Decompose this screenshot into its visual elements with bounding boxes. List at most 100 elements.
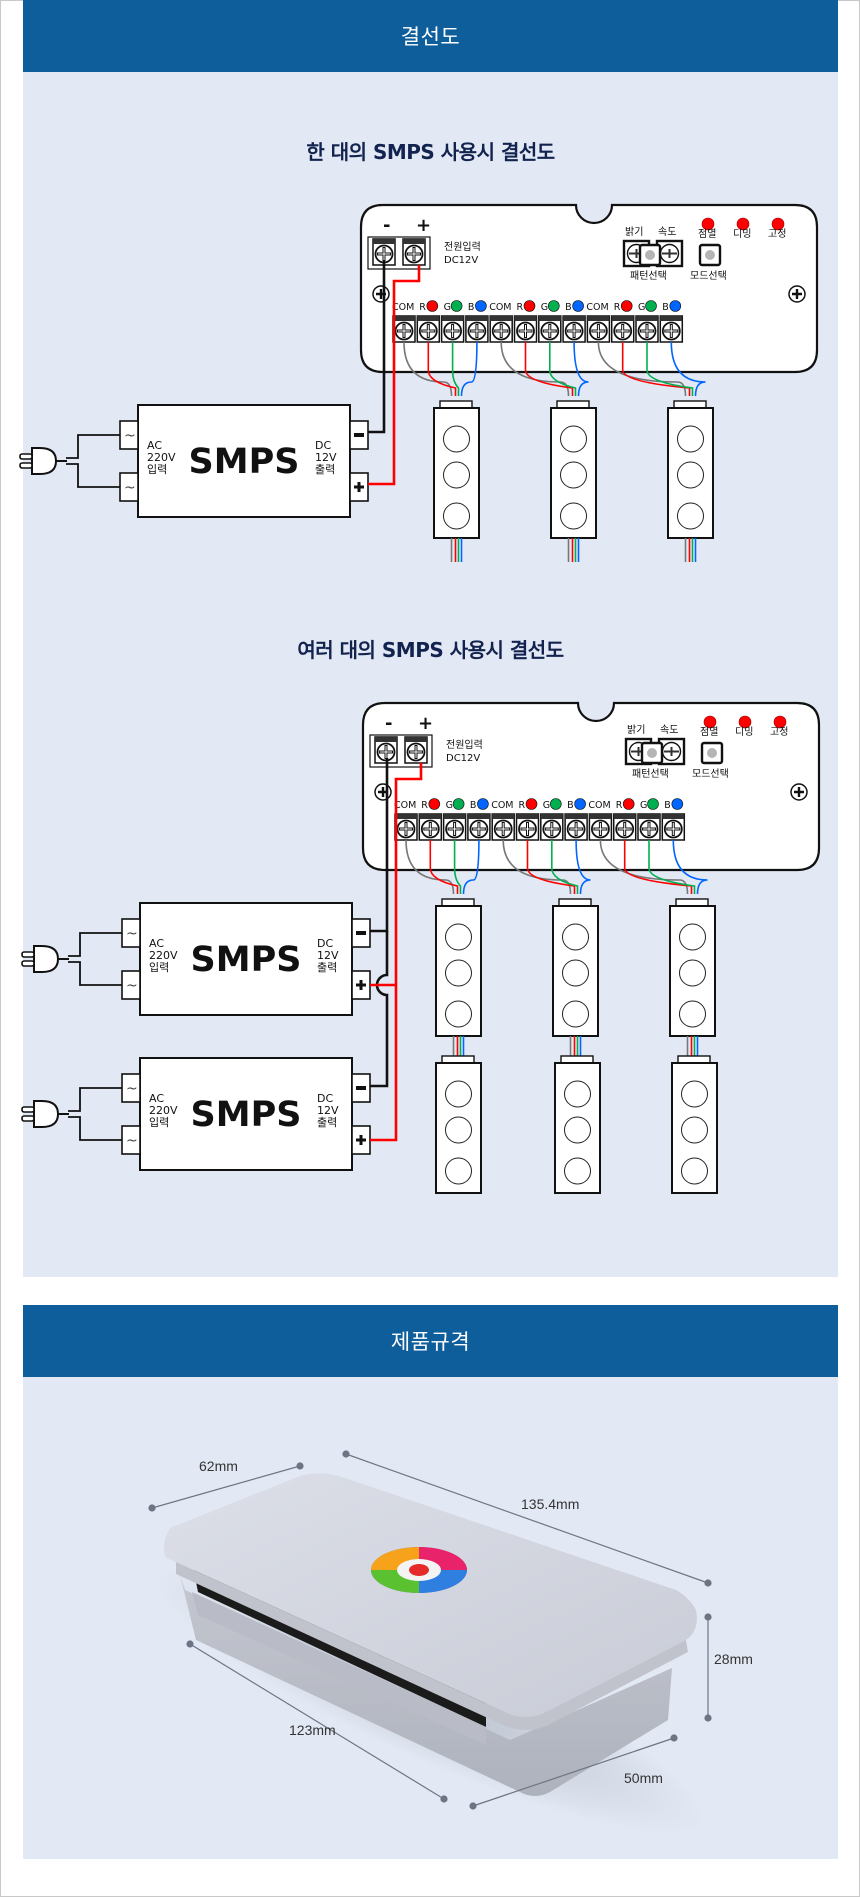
channel-color-dot-icon bbox=[547, 300, 560, 312]
dc-output-label: DC bbox=[317, 1092, 333, 1105]
indicator-led-icon bbox=[771, 217, 785, 231]
led-bulb-icon bbox=[564, 1080, 591, 1108]
channel-label-com: COM bbox=[491, 800, 513, 811]
indicator-led-icon bbox=[703, 715, 717, 729]
ac-symbol: ~ bbox=[124, 428, 136, 444]
channel-color-dot-icon bbox=[525, 798, 538, 810]
channel-terminal bbox=[588, 813, 613, 841]
dc-output-label: 출력 bbox=[317, 961, 337, 974]
dimension-lines bbox=[148, 1450, 712, 1810]
indicator-led-icon bbox=[773, 715, 787, 729]
mount-screw-icon bbox=[788, 285, 806, 303]
led-bulb-icon bbox=[445, 1157, 472, 1185]
channel-terminal bbox=[661, 813, 686, 841]
channel-label-r: R bbox=[616, 800, 623, 811]
smps-name: SMPS bbox=[191, 1095, 302, 1135]
plus-icon bbox=[354, 482, 364, 492]
ac-input-label: 입력 bbox=[149, 961, 169, 974]
channel-terminal bbox=[418, 813, 443, 841]
led-module bbox=[433, 400, 480, 539]
power-plus-label: + bbox=[416, 215, 431, 236]
led-bulb-icon bbox=[443, 461, 470, 489]
channel-wires bbox=[599, 839, 708, 895]
led-bulb-icon bbox=[564, 1157, 591, 1185]
ac-wires bbox=[66, 434, 120, 488]
channel-color-dot-icon bbox=[645, 300, 657, 312]
plus-icon bbox=[356, 980, 366, 990]
channel-color-dot-icon bbox=[671, 798, 684, 810]
led-bulb-icon bbox=[560, 425, 587, 453]
led-bulb-icon bbox=[679, 959, 706, 987]
channel-color-dot-icon bbox=[450, 300, 463, 312]
channel-terminal bbox=[659, 315, 684, 343]
channel-terminal bbox=[586, 315, 611, 343]
led-module bbox=[552, 898, 599, 1037]
led-bulb-icon bbox=[677, 461, 704, 489]
plus-icon bbox=[356, 1135, 366, 1145]
smps-box bbox=[139, 1057, 353, 1171]
led-bulb-icon bbox=[562, 1000, 589, 1028]
power-input-label: 전원입력 bbox=[446, 738, 483, 751]
channel-label-r: R bbox=[419, 302, 426, 313]
channel-wires bbox=[502, 839, 591, 895]
ac-input-label: AC bbox=[147, 439, 162, 452]
ac-wires bbox=[68, 1087, 122, 1141]
knob-label: 밝기 bbox=[627, 724, 645, 736]
channel-label-com: COM bbox=[588, 800, 610, 811]
led-bulb-icon bbox=[443, 425, 470, 453]
channel-color-dot-icon bbox=[572, 300, 584, 312]
section-header-spec: 제품규격 bbox=[23, 1305, 838, 1377]
power-voltage-label: DC12V bbox=[446, 753, 480, 764]
channel-color-dot-icon bbox=[426, 300, 439, 312]
smps-box bbox=[137, 404, 351, 518]
led-bulb-icon bbox=[445, 1000, 472, 1028]
ac-symbol: ~ bbox=[126, 926, 138, 942]
dc-output-label: 12V bbox=[317, 1104, 339, 1117]
channel-label-r: R bbox=[517, 302, 524, 313]
rgb-wire-bundle bbox=[686, 1036, 699, 1056]
channel-terminal bbox=[465, 315, 489, 343]
indicator-label: 점멸 bbox=[700, 726, 718, 738]
led-bulb-icon bbox=[445, 1080, 472, 1108]
led-bulb-icon bbox=[560, 461, 587, 489]
led-bulb-icon bbox=[679, 1000, 706, 1028]
channel-terminal bbox=[637, 813, 661, 841]
power-plug-icon bbox=[19, 447, 67, 475]
channel-terminal bbox=[513, 315, 538, 343]
channel-label-b: B bbox=[567, 800, 574, 811]
channel-label-b: B bbox=[664, 800, 671, 811]
led-bulb-icon bbox=[445, 1116, 472, 1144]
led-bulb-icon bbox=[445, 959, 472, 987]
minus-icon bbox=[356, 1086, 366, 1090]
channel-terminal bbox=[392, 315, 416, 343]
ac-symbol: ~ bbox=[126, 1133, 138, 1149]
channel-wires bbox=[405, 839, 480, 895]
led-bulb-icon bbox=[681, 1080, 708, 1108]
led-bulb-icon bbox=[677, 425, 704, 453]
ac-input-label: 220V bbox=[149, 949, 178, 962]
led-bulb-icon bbox=[443, 502, 470, 530]
mode-select-button bbox=[698, 243, 722, 267]
channel-label-r: R bbox=[614, 302, 621, 313]
channel-label-g: G bbox=[638, 302, 645, 313]
dc-output-label: 12V bbox=[317, 949, 339, 962]
channel-terminal bbox=[562, 315, 586, 343]
smps-name: SMPS bbox=[191, 940, 302, 980]
dimension-length-top: 135.4mm bbox=[521, 1496, 580, 1512]
led-module-chained bbox=[435, 1055, 482, 1194]
mount-screw-icon bbox=[790, 783, 808, 801]
channel-terminal bbox=[564, 813, 588, 841]
power-plug-icon bbox=[21, 1100, 69, 1128]
button-label: 패턴선택 bbox=[630, 270, 667, 282]
rgb-wire-bundle bbox=[684, 538, 697, 562]
channel-color-dot-icon bbox=[428, 798, 441, 810]
channel-label-com: COM bbox=[489, 302, 511, 313]
led-bulb-icon bbox=[677, 502, 704, 530]
led-module bbox=[667, 400, 714, 539]
ac-input-label: 입력 bbox=[147, 463, 167, 476]
channel-label-b: B bbox=[470, 800, 477, 811]
indicator-led-icon bbox=[701, 217, 715, 231]
channel-label-com: COM bbox=[392, 302, 414, 313]
